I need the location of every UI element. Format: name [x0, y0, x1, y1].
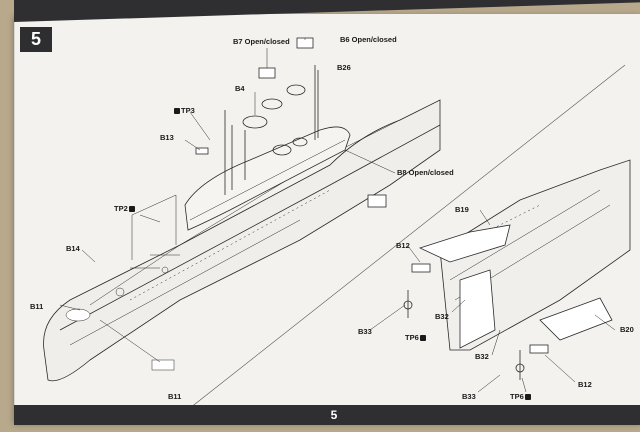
label-b11-bottom: B11: [168, 392, 182, 401]
label-b8: B8 Open/closed: [397, 168, 454, 177]
step-number-box: 5: [20, 27, 52, 52]
bottom-footer-bar: [14, 405, 640, 425]
page-number: 5: [330, 408, 338, 422]
label-b11-top: B11: [30, 302, 44, 311]
label-b19: B19: [455, 205, 469, 214]
label-b12-right: B12: [578, 380, 592, 389]
step-number: 5: [30, 29, 41, 49]
photo-etch-icon: [128, 206, 135, 212]
stern-assembly: [403, 159, 631, 380]
conning-tower: [184, 37, 387, 231]
label-b7: B7 Open/closed: [233, 37, 290, 46]
label-b33-left: B33: [358, 327, 372, 336]
photo-etch-icon: [524, 394, 531, 400]
label-b13: B13: [160, 133, 174, 142]
label-b26: B26: [337, 63, 351, 72]
label-tp6-left: TP6: [405, 333, 427, 342]
hull-details: [65, 194, 180, 371]
submarine-hull: [43, 99, 441, 382]
label-b6: B6 Open/closed: [340, 35, 397, 44]
label-b33-right: B33: [462, 392, 476, 401]
label-b12-left: B12: [396, 241, 410, 250]
label-tp2: TP2: [114, 204, 136, 213]
label-b20: B20: [620, 325, 634, 334]
label-b14: B14: [66, 244, 80, 253]
label-b32-left: B32: [435, 312, 449, 321]
photo-etch-icon: [419, 335, 426, 341]
label-tp3: TP3: [173, 106, 195, 115]
label-b4: B4: [235, 84, 245, 93]
label-b32-right: B32: [475, 352, 489, 361]
label-tp6-right: TP6: [510, 392, 532, 401]
photo-etch-icon: [174, 108, 180, 114]
